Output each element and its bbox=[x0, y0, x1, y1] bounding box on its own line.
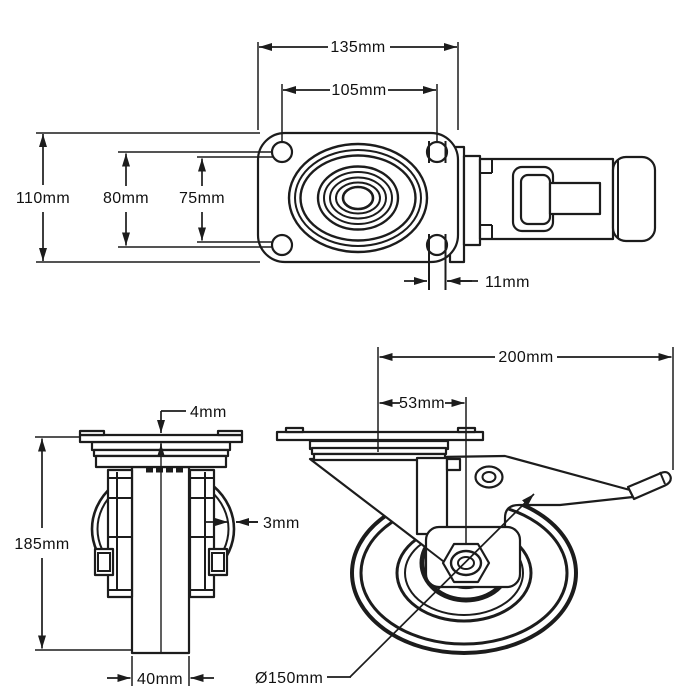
dim-label-105mm: 105mm bbox=[331, 82, 386, 99]
front-view-mounting-plate bbox=[78, 433, 244, 444]
side-view-brake-lever bbox=[626, 470, 672, 501]
dim-label-200mm: 200mm bbox=[498, 349, 553, 366]
dim-label-75mm: 75mm bbox=[179, 190, 225, 207]
dim-80mm: 80mm bbox=[103, 151, 273, 248]
dim-185mm: 185mm bbox=[14, 436, 131, 651]
top-view-plate-drawing: 135mm 105mm 110mm 80mm bbox=[16, 39, 657, 291]
dim-label-11mm: 11mm bbox=[485, 274, 530, 291]
dim-label-80mm: 80mm bbox=[103, 190, 149, 207]
side-view-axle-nut bbox=[441, 542, 491, 584]
top-view-bolt-holes bbox=[270, 140, 449, 290]
dim-label-40mm: 40mm bbox=[137, 671, 183, 688]
top-view-swivel-rings bbox=[287, 142, 429, 254]
side-view-drawing: 200mm 53mm Ø150mm bbox=[255, 347, 674, 687]
side-view-bolt-hole bbox=[474, 465, 504, 489]
dim-label-4mm: 4mm bbox=[190, 404, 227, 421]
dim-diameter-150mm: Ø150mm bbox=[255, 493, 535, 687]
dim-75mm: 75mm bbox=[179, 156, 273, 243]
dim-40mm: 40mm bbox=[107, 656, 214, 688]
side-view-fork-leg bbox=[415, 456, 449, 536]
dim-200mm: 200mm bbox=[377, 347, 674, 470]
top-view-brake-pedal bbox=[511, 165, 602, 233]
dim-53mm: 53mm bbox=[379, 395, 467, 545]
dim-label-53mm: 53mm bbox=[399, 395, 445, 412]
dim-label-3mm: 3mm bbox=[263, 515, 300, 532]
dim-11mm: 11mm bbox=[404, 274, 530, 291]
front-view-drawing: 4mm 185mm 3mm 40mm bbox=[14, 404, 299, 688]
dim-label-135mm: 135mm bbox=[330, 39, 385, 56]
dim-110mm: 110mm bbox=[16, 132, 260, 263]
dim-label-150mm: Ø150mm bbox=[255, 670, 323, 687]
front-view-axle-bosses bbox=[93, 547, 229, 577]
dim-105mm: 105mm bbox=[281, 82, 438, 141]
top-view-mounting-plate bbox=[256, 131, 460, 264]
side-view-plate-stack bbox=[275, 426, 485, 462]
dim-label-185mm: 185mm bbox=[14, 536, 69, 553]
dim-label-110mm: 110mm bbox=[16, 190, 70, 207]
dim-135mm: 135mm bbox=[257, 39, 459, 130]
side-view-mounting-plate bbox=[275, 430, 485, 442]
top-view-wheel-tread bbox=[611, 155, 657, 243]
dim-4mm: 4mm bbox=[157, 404, 227, 457]
dim-3mm: 3mm bbox=[205, 515, 300, 532]
